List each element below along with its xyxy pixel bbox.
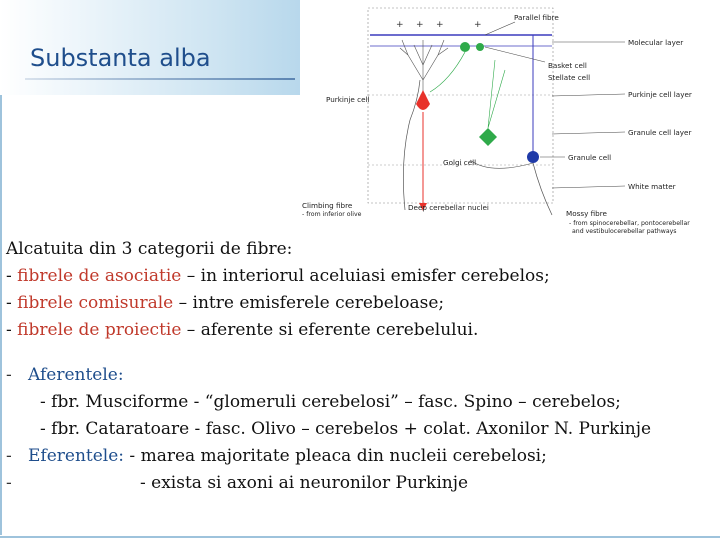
label-climbing-fibre-source: - from inferior olive	[302, 211, 362, 218]
label-stellate-cell: Stellate cell	[548, 73, 590, 82]
label-purkinje-cell: Purkinje cell	[326, 95, 370, 104]
purkinje-cell	[416, 90, 430, 110]
bullet-dash: -	[6, 473, 12, 493]
eferente-text-2: - exista si axoni ai neuronilor Purkinje	[140, 473, 469, 493]
basket-cell	[460, 42, 470, 52]
category-desc: – in interiorul aceluiasi emisfer cerebe…	[181, 266, 550, 286]
mossy-collateral	[469, 159, 534, 169]
plus-sign: +	[474, 20, 482, 30]
aferente-item-mossy: - fbr. Musciforme - “glomeruli cerebelos…	[40, 392, 621, 412]
left-border	[0, 95, 2, 535]
aferente-item-climbing: - fbr. Cataratoare - fasc. Olivo – cereb…	[40, 419, 652, 439]
plus-sign: +	[396, 20, 404, 30]
slide-title: Substanta alba	[30, 44, 211, 72]
aferente-heading: -Aferentele:	[6, 362, 718, 389]
label-mossy-fibre-source-2: and vestibulocerebellar pathways	[572, 228, 677, 235]
eferente-label: Eferentele:	[28, 446, 125, 466]
intro-line: Alcatuita din 3 categorii de fibre:	[6, 239, 293, 259]
purkinje-dendrites	[399, 39, 449, 92]
golgi-cell	[479, 128, 497, 146]
plus-sign: +	[436, 20, 444, 30]
cerebellar-circuit-diagram: + + + +	[290, 0, 720, 245]
label-granule-cell-layer: Granule cell layer	[628, 128, 691, 137]
category-prefix: -	[6, 320, 18, 340]
label-white-matter: White matter	[628, 182, 676, 191]
category-commissural: - fibrele comisurale – intre emisferele …	[6, 290, 718, 317]
label-parallel-fibre: Parallel fibre	[514, 13, 559, 22]
category-association: - fibrele de asociatie – in interiorul a…	[6, 263, 718, 290]
purkinje-axon-arrow	[419, 203, 427, 211]
diagram-frame	[367, 7, 554, 204]
category-projection: - fibrele de proiectie – aferente si efe…	[6, 317, 718, 344]
aferente-label: Aferentele:	[28, 365, 124, 385]
category-term: fibrele de asociatie	[17, 266, 182, 286]
granule-cell	[527, 151, 539, 163]
bullet-dash: -	[6, 365, 12, 385]
label-molecular-layer: Molecular layer	[628, 38, 683, 47]
category-prefix: -	[6, 266, 18, 286]
eferente-text: - marea majoritate pleaca din nucleii ce…	[124, 446, 547, 466]
label-golgi-cell: Golgi cell	[443, 158, 476, 167]
bottom-border	[0, 536, 720, 538]
category-term: fibrele de proiectie	[17, 320, 182, 340]
mossy-fibre	[532, 162, 553, 216]
label-mossy-fibre-source-1: - from spinocerebellar, pontocerebellar	[569, 220, 690, 227]
label-mossy-fibre: Mossy fibre	[566, 209, 608, 218]
label-deep-nuclei: Deep cerebellar nuclei	[408, 203, 489, 212]
basket-axon	[429, 51, 466, 93]
eferente-line-2: - - exista si axoni ai neuronilor Purkinj…	[6, 470, 718, 497]
label-purkinje-cell-layer: Purkinje cell layer	[628, 90, 692, 99]
spacer	[6, 344, 718, 362]
title-underline	[25, 78, 295, 80]
plus-sign: +	[416, 20, 424, 30]
stellate-cell	[476, 43, 484, 51]
label-basket-cell: Basket cell	[548, 61, 587, 70]
label-granule-cell: Granule cell	[568, 153, 611, 162]
diagram-svg: + + + +	[302, 7, 692, 235]
leader-lines	[484, 21, 626, 189]
category-desc: – aferente si eferente cerebelului.	[181, 320, 479, 340]
slide-body: Alcatuita din 3 categorii de fibre: - fi…	[6, 236, 718, 497]
category-prefix: -	[6, 293, 18, 313]
label-climbing-fibre: Climbing fibre	[302, 201, 353, 210]
golgi-dendrites	[487, 59, 506, 129]
eferente-heading: -Eferentele: - marea majoritate pleaca d…	[6, 443, 718, 470]
category-desc: – intre emisferele cerebeloase;	[173, 293, 445, 313]
bullet-dash: -	[6, 446, 12, 466]
category-term: fibrele comisurale	[17, 293, 174, 313]
climbing-fibre	[403, 79, 421, 211]
